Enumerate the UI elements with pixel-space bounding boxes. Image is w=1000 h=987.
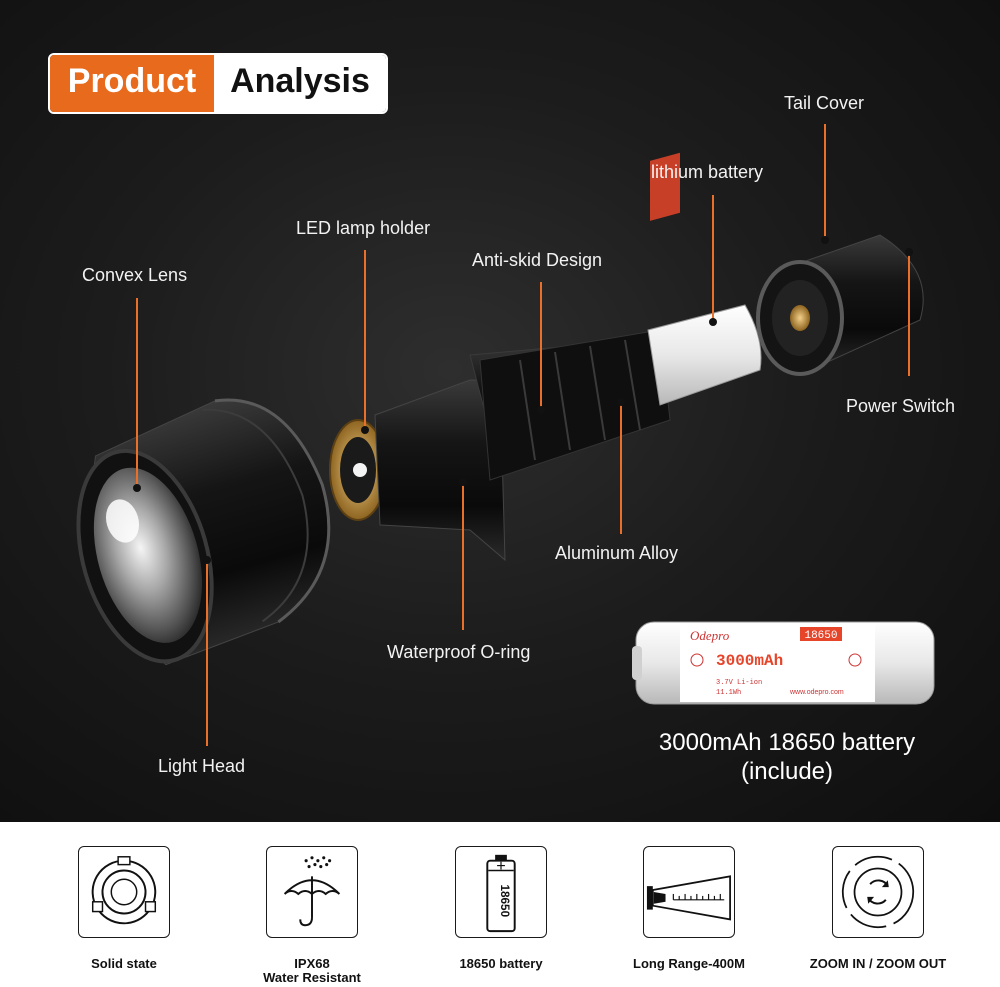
battery-18650-icon: 18650: [455, 846, 547, 938]
solid-state-icon: [78, 846, 170, 938]
label-aluminum-alloy: Aluminum Alloy: [555, 543, 679, 563]
battery-energy-print: 11.1Wh: [716, 689, 741, 697]
leader-power-switch: [908, 252, 910, 376]
badge-analysis: Analysis: [214, 55, 386, 112]
leader-light-head: [206, 560, 208, 746]
label-convex-lens: Convex Lens: [82, 265, 188, 285]
long-range-beam-icon: [643, 846, 735, 938]
label-lithium-battery: lithium battery: [651, 162, 764, 182]
title-badge: Product Analysis: [48, 53, 388, 114]
flashlight-exploded-view: 18650 Odepro 3000mAh 3.7V Li-ion 11.1Wh …: [76, 152, 935, 705]
feature-label-long-range: Long Range-400M: [633, 956, 745, 971]
leader-convex-lens: [136, 298, 138, 488]
label-waterproof-oring: Waterproof O-ring: [387, 642, 531, 662]
battery-brand-print: Odepro: [690, 628, 730, 643]
light-head: [76, 398, 331, 666]
feature-label-solid-state: Solid state: [91, 956, 157, 971]
battery-model-print: 18650: [804, 630, 837, 642]
label-power-switch: Power Switch: [846, 396, 956, 416]
leader-lithium-battery: [712, 195, 714, 323]
dot-convex-lens: [133, 484, 141, 492]
tail-cap: [756, 234, 924, 376]
leader-led-holder: [364, 250, 366, 430]
dot-light-head: [203, 556, 211, 564]
label-light-head: Light Head: [158, 756, 246, 776]
feature-label-18650: 18650 battery: [459, 956, 543, 971]
battery-capacity-print: 3000mAh: [716, 652, 783, 670]
zoom-rotate-icon: [832, 846, 924, 938]
dot-waterproof-oring: [459, 478, 467, 486]
inserted-battery: [647, 152, 762, 406]
feature-sub-water-resistant: Water Resistant: [263, 970, 361, 985]
dot-tail-cover: [821, 236, 829, 244]
battery-caption-line1: 3000mAh 18650 battery: [658, 729, 916, 756]
dot-power-switch: [905, 248, 913, 256]
badge-product: Product: [50, 55, 214, 112]
label-led-lamp-holder: LED lamp holder: [296, 218, 431, 238]
spare-battery-18650: 18650 Odepro 3000mAh 3.7V Li-ion 11.1Wh …: [632, 621, 935, 705]
battery-url-print: www.odepro.com: [789, 689, 844, 696]
svg-text:18650: 18650: [498, 885, 511, 918]
dot-aluminum-alloy: [617, 398, 625, 406]
leader-aluminum-alloy: [620, 402, 622, 534]
dot-anti-skid: [537, 406, 545, 414]
battery-caption: 3000mAh 18650 battery (include): [640, 728, 934, 786]
battery-voltage-print: 3.7V Li-ion: [716, 679, 762, 687]
leader-tail-cover: [824, 124, 826, 240]
umbrella-rain-icon: [266, 846, 358, 938]
dot-lithium-battery: [709, 318, 717, 326]
flashlight-body: [374, 329, 671, 562]
leader-waterproof-oring: [462, 482, 464, 630]
dot-led-holder: [361, 426, 369, 434]
feature-label-zoom: ZOOM IN / ZOOM OUT: [809, 956, 947, 971]
leader-anti-skid: [540, 282, 542, 410]
dark-product-panel: Product Analysis: [0, 0, 1000, 822]
label-tail-cover: Tail Cover: [784, 93, 865, 113]
label-anti-skid: Anti-skid Design: [472, 250, 603, 270]
battery-caption-line2: (include): [740, 758, 834, 785]
